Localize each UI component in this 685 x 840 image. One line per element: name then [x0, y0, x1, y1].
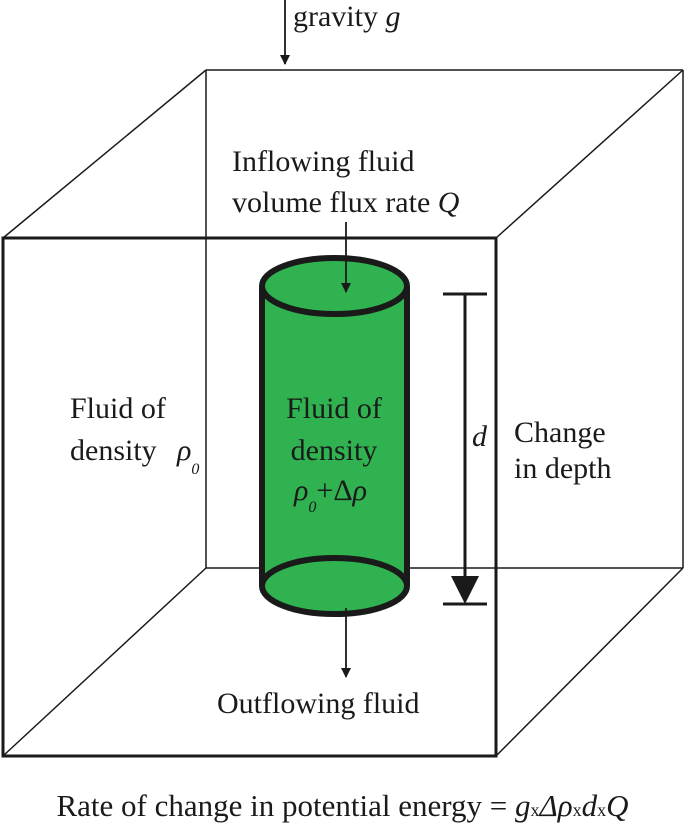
inflow-label-line2: volume flux rate Q	[232, 186, 460, 219]
depth-symbol: d	[472, 420, 488, 453]
inflow-label-line1: Inflowing fluid	[232, 145, 414, 178]
fluid-cylinder	[259, 255, 410, 617]
cylinder-body	[262, 286, 407, 586]
formula-q: Q	[606, 788, 629, 823]
formula-delta-rho: Δρ	[539, 788, 573, 823]
outflow-label: Outflowing fluid	[217, 687, 420, 720]
ambient-label-line1: Fluid of	[70, 392, 166, 425]
formula-lhs: Rate of change in potential energy =	[56, 788, 516, 823]
ambient-density-symbol: ρ0	[176, 434, 199, 478]
gravity-label: gravity g	[293, 0, 400, 33]
formula-times-2: x	[572, 800, 582, 820]
depth-indicator	[443, 292, 487, 606]
potential-energy-formula: Rate of change in potential energy = gxΔ…	[0, 788, 685, 824]
cube-edges	[2, 69, 684, 757]
cube-front-face	[1, 236, 498, 758]
formula-g: g	[515, 788, 531, 823]
cylinder-top	[259, 255, 410, 317]
cube-diagram: gravity g Inflowing fluid volume flux ra…	[1, 0, 684, 758]
depth-label-line2: in depth	[514, 452, 612, 485]
plume-density-symbol: ρ0+Δρ	[293, 474, 367, 516]
plume-label-line2: density	[291, 434, 378, 467]
formula-d: d	[581, 788, 598, 823]
ambient-label-line2: density	[70, 434, 157, 467]
depth-arrowhead	[451, 576, 479, 604]
cylinder-bottom	[259, 555, 410, 617]
plume-label-line1: Fluid of	[286, 392, 382, 425]
depth-label-line1: Change	[514, 416, 606, 449]
formula-times-1: x	[530, 800, 540, 820]
formula-times-3: x	[597, 800, 607, 820]
